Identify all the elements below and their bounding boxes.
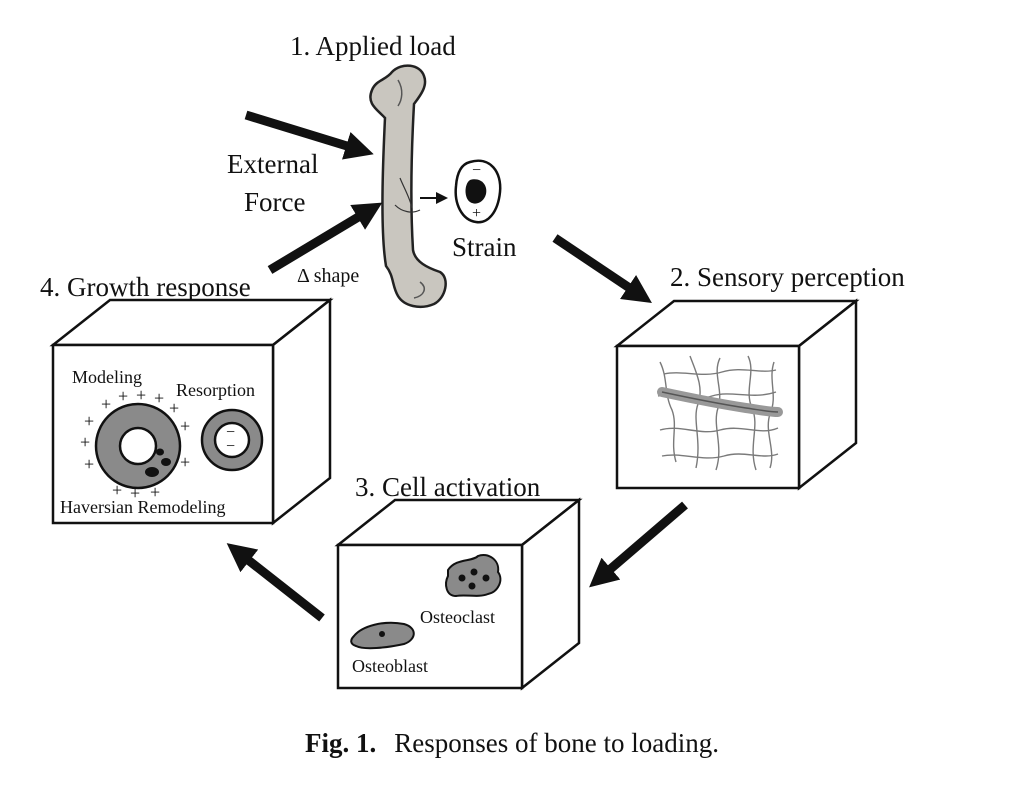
svg-text:+: + [154, 388, 164, 408]
svg-text:+: + [150, 482, 160, 502]
step4-label: 4. Growth response [40, 272, 251, 302]
resorption-osteon-icon [200, 408, 264, 472]
resorption-minus-bottom: − [226, 438, 235, 455]
diagram-canvas: 1. Applied load External Force Δ shape −… [40, 31, 905, 691]
step2-label: 2. Sensory perception [670, 262, 905, 292]
plus-signs-group: + + + + + + + + + + + + + [80, 385, 190, 503]
arrow-strain-to-sensory [552, 234, 652, 304]
force-arrow-lower [267, 202, 383, 274]
svg-text:+: + [130, 483, 140, 503]
bone-cross-section-icon [454, 159, 502, 224]
svg-text:+: + [84, 411, 94, 431]
femur-bone-icon [369, 64, 447, 308]
external-force-line1: External [227, 149, 318, 179]
force-arrow-upper [244, 110, 374, 160]
figure-caption-label: Fig. 1. [305, 728, 377, 758]
arrow-sensory-to-cell [589, 501, 688, 588]
figure-caption: Fig. 1. Responses of bone to loading. [0, 728, 1024, 759]
resorption-minus-top: − [226, 424, 235, 441]
svg-text:+: + [180, 452, 190, 472]
osteoclast-label: Osteoclast [420, 607, 495, 627]
modeling-osteon-icon [94, 402, 182, 490]
svg-text:+: + [84, 454, 94, 474]
svg-text:+: + [101, 394, 111, 414]
osteoblast-cell-icon [350, 621, 415, 650]
delta-shape-label: Δ shape [297, 265, 359, 287]
svg-text:+: + [80, 432, 90, 452]
figure-caption-text: Responses of bone to loading. [394, 728, 719, 758]
external-force-line2: Force [244, 187, 305, 217]
strain-plus-sign: + [472, 205, 481, 222]
step3-label: 3. Cell activation [355, 472, 541, 502]
osteoclast-cell-icon [445, 554, 502, 598]
arrow-cell-to-growth [226, 543, 325, 622]
svg-text:+: + [118, 386, 128, 406]
step1-label: 1. Applied load [290, 31, 456, 61]
svg-text:+: + [136, 385, 146, 405]
svg-text:+: + [112, 480, 122, 500]
growth-response-box [49, 297, 334, 526]
modeling-label: Modeling [72, 367, 142, 387]
strain-minus-sign: − [472, 162, 481, 179]
resorption-label: Resorption [176, 380, 255, 400]
cell-activation-box [334, 497, 583, 691]
svg-text:+: + [169, 398, 179, 418]
haversian-remodeling-label: Haversian Remodeling [60, 497, 225, 517]
strain-label: Strain [452, 232, 517, 262]
osteoblast-label: Osteoblast [352, 656, 428, 676]
svg-text:+: + [180, 416, 190, 436]
